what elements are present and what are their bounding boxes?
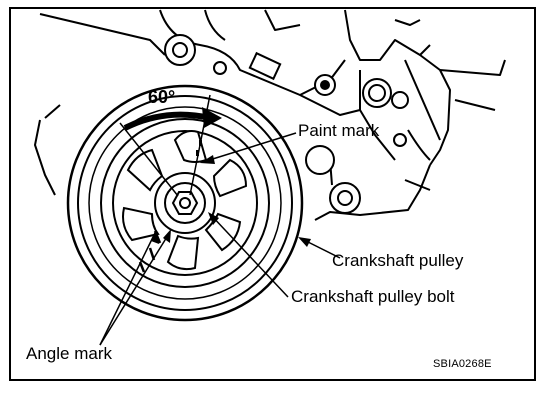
leader-arrowheads xyxy=(151,155,311,247)
paint-mark-label: Paint mark xyxy=(298,121,380,140)
angle-60-label: 60° xyxy=(148,87,176,107)
figure-code: SBIA0268E xyxy=(433,358,492,370)
engine-bolts xyxy=(164,34,409,214)
crankshaft-pulley-label: Crankshaft pulley xyxy=(332,251,464,270)
crankshaft-pulley-bolt-label: Crankshaft pulley bolt xyxy=(291,287,455,306)
angle-mark-label: Angle mark xyxy=(26,344,112,363)
crankshaft-pulley-bolt-head xyxy=(171,191,199,215)
engine-block-outline xyxy=(34,9,506,221)
paint-mark xyxy=(196,140,202,156)
angle-arrowhead xyxy=(202,107,222,128)
